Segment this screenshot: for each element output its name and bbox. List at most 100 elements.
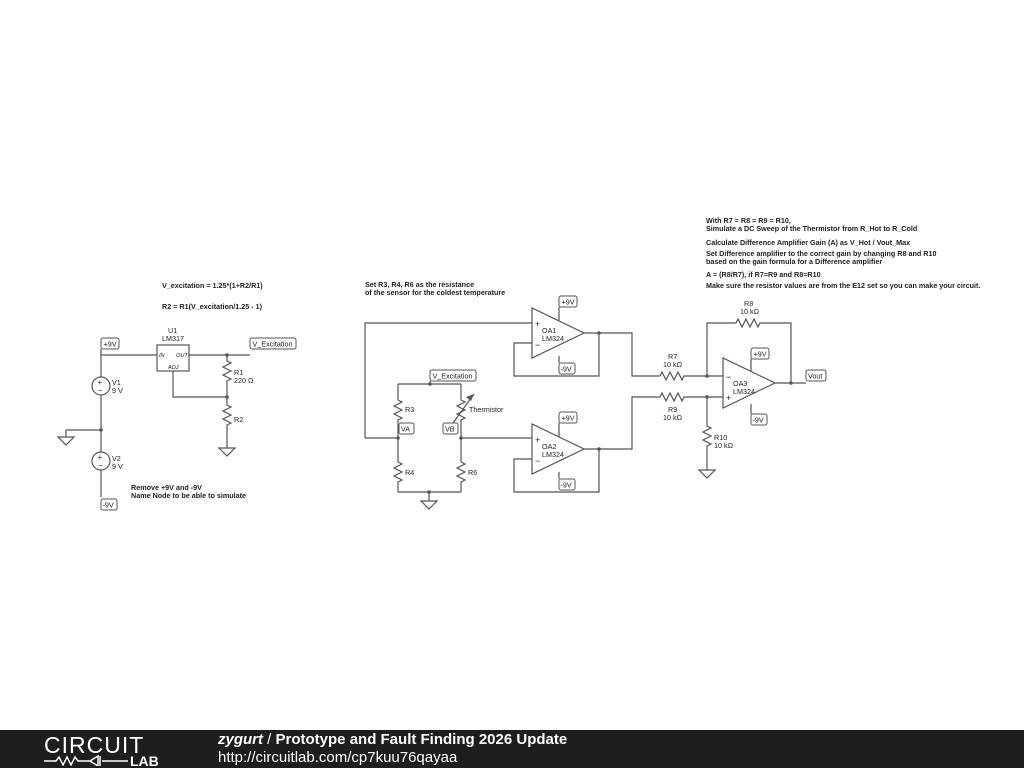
note-bridge-1: Set R3, R4, R6 as the resistance [365, 280, 474, 289]
net-label: VB [445, 425, 455, 434]
footer-bar: CIRCUIT LAB zygurt / Prototype and Fault… [0, 730, 1024, 768]
r10-value: 10 kΩ [714, 441, 734, 450]
u1-pin-in: IN [159, 353, 166, 359]
circuit-title: zygurt / Prototype and Fault Finding 202… [218, 731, 567, 748]
arrow-icon [466, 394, 474, 401]
resistor-r10[interactable] [701, 397, 713, 470]
net-tag-neg9-left[interactable]: -9V [100, 498, 118, 511]
circuitlab-logo[interactable]: CIRCUIT LAB [42, 732, 192, 766]
junction-dot [428, 382, 432, 386]
note-remove-rails-2: Name Node to be able to simulate [131, 491, 246, 500]
net-tag-va[interactable]: VA [398, 422, 415, 435]
circuit-schematic: V_excitation = 1.25*(1+R2/R1) R2 = R1(V_… [56, 216, 980, 511]
net-tag-pos9-oa2[interactable]: +9V [558, 411, 578, 424]
resistor-r3[interactable] [392, 399, 404, 438]
difference-amplifier-section: R7 10 kΩ R9 10 kΩ R8 10 kΩ R10 10 kΩ − +… [659, 299, 827, 479]
net-tag-vout[interactable]: Vout [805, 369, 827, 382]
junction-dot [427, 490, 431, 494]
logo-circuit-icon [44, 754, 128, 766]
logo-wordmark-bottom: LAB [130, 753, 159, 766]
oa1-plus-sign: + [535, 319, 540, 329]
v2-ref: V2 [112, 454, 121, 463]
v2-minus-sign: − [98, 461, 103, 470]
net-tag-vb[interactable]: VB [442, 422, 459, 435]
junction-dot [597, 447, 601, 451]
r8-value: 10 kΩ [740, 307, 760, 316]
r8-ref: R8 [744, 299, 753, 308]
oa3-part: LM324 [733, 387, 755, 396]
net-tag-pos9-oa1[interactable]: +9V [558, 295, 578, 308]
circuit-name[interactable]: Prototype and Fault Finding 2026 Update [275, 731, 568, 748]
note-diff-2: Simulate a DC Sweep of the Thermistor fr… [706, 224, 917, 233]
resistor-r1[interactable] [221, 355, 233, 397]
r6-ref: R6 [468, 468, 477, 477]
net-tag-neg9-oa3[interactable]: -9V [750, 413, 768, 426]
logo-wordmark-top: CIRCUIT [44, 732, 144, 758]
ground-icon [419, 500, 439, 510]
oa2-plus-sign: + [535, 435, 540, 445]
note-remove-rails-1: Remove +9V and -9V [131, 483, 202, 492]
net-label: -9V [103, 501, 114, 510]
resistor-r7[interactable] [659, 370, 723, 382]
oa1-minus-sign: − [535, 340, 540, 350]
oa3-ref: OA3 [733, 379, 747, 388]
net-tag-neg9-oa2[interactable]: -9V [558, 478, 576, 491]
resistor-r2[interactable] [221, 397, 233, 448]
oa2-ref: OA2 [542, 442, 556, 451]
u1-ref: U1 [168, 326, 177, 335]
resistor-r6[interactable] [455, 461, 467, 492]
r4-ref: R4 [405, 468, 414, 477]
author-link[interactable]: zygurt [218, 731, 263, 748]
r1-ref: R1 [234, 368, 243, 377]
net-label: -9V [561, 365, 572, 374]
net-tag-pos9-left[interactable]: +9V [100, 337, 120, 350]
net-tag-vexc-regulator[interactable]: V_Excitation [249, 337, 297, 350]
net-label: VA [401, 425, 410, 434]
junction-dot [789, 381, 793, 385]
r7-ref: R7 [668, 352, 677, 361]
net-label: +9V [104, 340, 117, 349]
net-label: +9V [562, 298, 575, 307]
note-bridge-2: of the sensor for the coldest temperatur… [365, 288, 505, 297]
circuit-url[interactable]: http://circuitlab.com/cp7kuu76qayaa [218, 749, 458, 766]
ground-icon [697, 469, 717, 479]
r2-ref: R2 [234, 415, 243, 424]
junction-dot [459, 436, 463, 440]
resistor-r8[interactable] [706, 317, 792, 383]
resistor-r4[interactable] [392, 461, 404, 492]
title-separator: / [263, 731, 276, 748]
v1-value: 9 V [112, 386, 123, 395]
note-regulator-formula: V_excitation = 1.25*(1+R2/R1) [162, 281, 263, 290]
opamp-oa1[interactable]: + − OA1 LM324 +9V -9V [513, 295, 660, 377]
note-r2-formula: R2 = R1(V_excitation/1.25 - 1) [162, 302, 263, 311]
oa2-minus-sign: − [535, 456, 540, 466]
net-label: -9V [561, 481, 572, 490]
opamp-oa2[interactable]: + − OA2 LM324 +9V -9V [513, 396, 660, 493]
resistor-r9[interactable] [659, 391, 723, 403]
u1-pin-adj: ADJ [167, 365, 179, 371]
junction-dot [705, 395, 709, 399]
net-label: +9V [754, 350, 767, 359]
v1-ref: V1 [112, 378, 121, 387]
oa3-minus-sign: − [726, 372, 731, 382]
net-label: +9V [562, 414, 575, 423]
v2-value: 9 V [112, 462, 123, 471]
power-supply-section: +9V + − V1 9 V + − V2 9 V -9V U1 LM317 I… [56, 326, 297, 511]
oa2-part: LM324 [542, 450, 564, 459]
u1-part: LM317 [162, 334, 184, 343]
v2-plus-sign: + [98, 453, 103, 462]
note-diff-5: based on the gain formula for a Differen… [706, 257, 882, 266]
voltage-source-v2-icon [91, 451, 111, 471]
oa1-ref: OA1 [542, 326, 556, 335]
v1-minus-sign: − [98, 386, 103, 395]
net-tag-neg9-oa1[interactable]: -9V [558, 362, 576, 375]
net-tag-vexc-bridge[interactable]: V_Excitation [429, 369, 477, 382]
net-label: V_Excitation [253, 340, 293, 349]
opamp-oa3[interactable]: − + OA3 LM324 +9V -9V [722, 347, 777, 426]
net-label: Vout [808, 372, 822, 381]
voltage-source-v1-icon [91, 376, 111, 396]
r9-value: 10 kΩ [663, 413, 683, 422]
ground-icon [217, 447, 237, 457]
oa1-part: LM324 [542, 334, 564, 343]
net-tag-pos9-oa3[interactable]: +9V [750, 347, 770, 360]
